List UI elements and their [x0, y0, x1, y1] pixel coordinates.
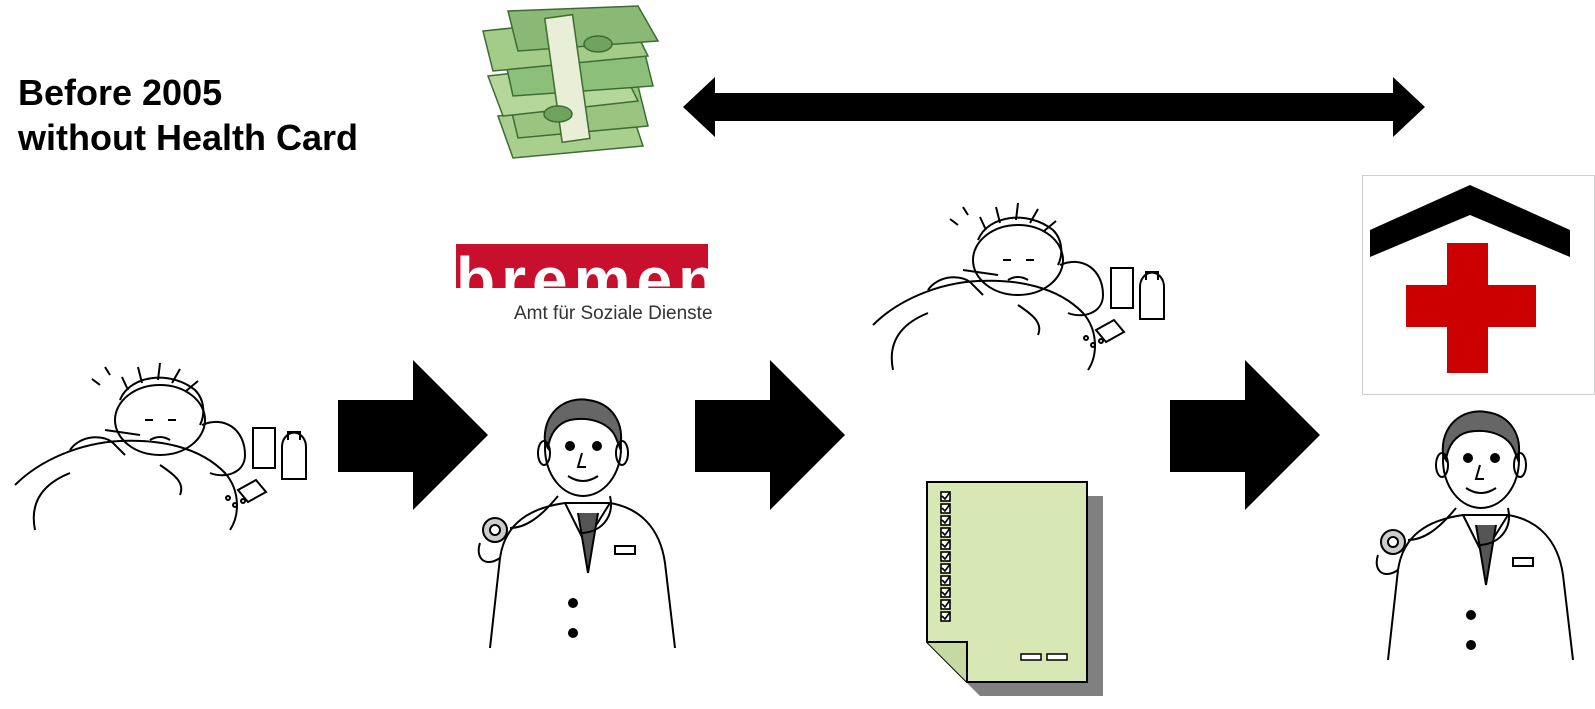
checkmark-icon — [941, 503, 951, 513]
hospital-red-cross-icon — [1362, 175, 1595, 395]
page-title: Before 2005 without Health Card — [18, 70, 358, 160]
checkmark-icon — [941, 599, 951, 609]
checkbox-icon — [940, 551, 951, 562]
checkbox-icon — [940, 611, 951, 622]
checkmark-icon — [941, 515, 951, 525]
right-arrow-icon — [1170, 360, 1320, 510]
logo-subtitle: Amt für Soziale Dienste — [514, 303, 713, 324]
doctor-with-stethoscope-icon — [470, 398, 685, 650]
checkmark-icon — [941, 539, 951, 549]
checkmark-icon — [941, 563, 951, 573]
checkbox-icon — [940, 575, 951, 586]
title-line-1: Before 2005 — [18, 72, 223, 113]
checkmark-icon — [941, 491, 951, 501]
checkbox-icon — [940, 563, 951, 574]
sick-person-in-bed-icon — [10, 355, 307, 531]
checkmark-icon — [941, 551, 951, 561]
checkbox-icon — [940, 503, 951, 514]
double-headed-arrow-icon — [683, 77, 1425, 137]
checkbox-icon — [940, 587, 951, 598]
doctor-with-stethoscope-icon — [1368, 410, 1583, 662]
checkmark-icon — [941, 527, 951, 537]
checkbox-icon — [940, 539, 951, 550]
sick-person-in-bed-icon — [868, 195, 1165, 371]
checkmark-icon — [941, 575, 951, 585]
checklist-document-icon — [925, 478, 1105, 700]
logo-wordmark: bremen — [456, 244, 723, 316]
checkmark-icon — [941, 611, 951, 621]
title-line-2: without Health Card — [18, 117, 358, 158]
checkbox-icon — [940, 515, 951, 526]
checkbox-icon — [940, 527, 951, 538]
checkmark-icon — [941, 587, 951, 597]
checkbox-icon — [940, 491, 951, 502]
checkbox-icon — [940, 599, 951, 610]
right-arrow-icon — [695, 360, 845, 510]
money-stack-icon — [478, 5, 668, 159]
right-arrow-icon — [338, 360, 488, 510]
bremen-logo: bremen — [456, 244, 717, 332]
